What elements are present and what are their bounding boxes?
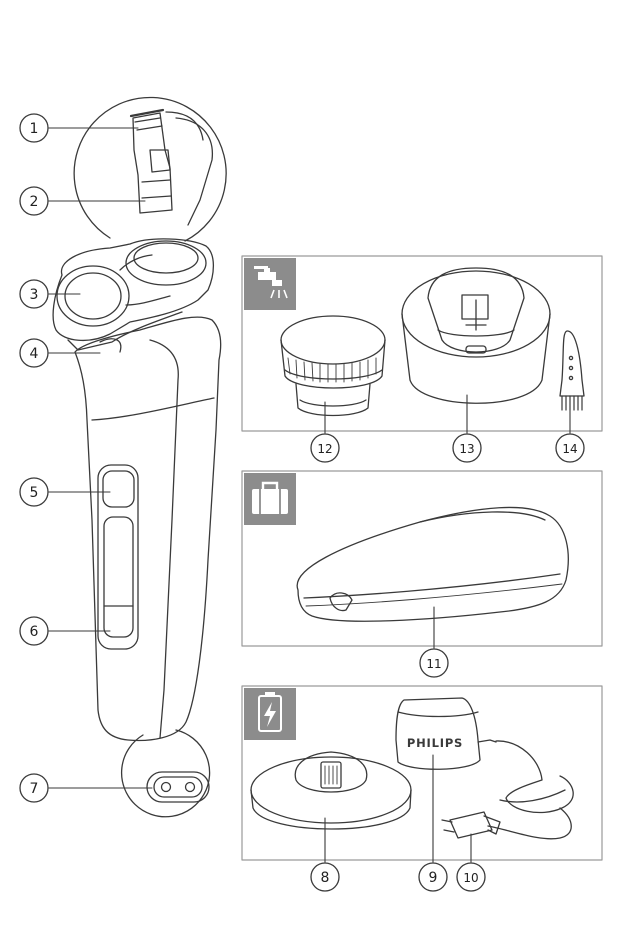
callout-3-label: 3	[30, 287, 39, 303]
shaver-illustration	[53, 97, 226, 816]
cleaning-pod	[402, 268, 550, 403]
power-button-outline	[103, 471, 134, 507]
callout-6-label: 6	[30, 624, 39, 640]
trimmer-detail	[74, 97, 226, 241]
callout-1-label: 1	[30, 121, 39, 137]
callout-14-label: 14	[562, 442, 577, 456]
callout-13: 13	[453, 434, 481, 462]
callout-10: 10	[457, 863, 485, 891]
charging-stand	[251, 752, 411, 829]
power-adapter	[396, 698, 573, 839]
water-tap-icon	[244, 258, 296, 310]
callout-5: 5	[20, 478, 48, 506]
callout-11-label: 11	[426, 657, 441, 671]
callout-9: 9	[419, 863, 447, 891]
travel-pouch	[297, 507, 568, 621]
callout-13-label: 13	[459, 442, 474, 456]
callout-3: 3	[20, 280, 48, 308]
callout-1: 1	[20, 114, 48, 142]
callout-12: 12	[311, 434, 339, 462]
suitcase-icon	[244, 473, 296, 525]
callout-10-label: 10	[463, 871, 478, 885]
callout-5-label: 5	[30, 485, 39, 501]
display-outline	[104, 517, 133, 637]
callout-4: 4	[20, 339, 48, 367]
callout-14: 14	[556, 434, 584, 462]
control-panel	[98, 465, 138, 649]
callout-8-label: 8	[321, 870, 330, 886]
battery-charge-icon	[244, 688, 296, 740]
callout-11: 11	[420, 649, 448, 677]
callout-6: 6	[20, 617, 48, 645]
callout-7-label: 7	[30, 781, 39, 797]
shaver-handle	[75, 317, 221, 740]
cleaning-cartridge	[281, 316, 385, 416]
callout-8: 8	[311, 863, 339, 891]
adapter-brand-label: PHILIPS	[407, 736, 463, 750]
callout-4-label: 4	[30, 346, 39, 362]
cleaning-brush	[560, 331, 584, 410]
callout-9-label: 9	[429, 870, 438, 886]
callout-2: 2	[20, 187, 48, 215]
callout-7: 7	[20, 774, 48, 802]
callout-2-label: 2	[30, 194, 39, 210]
socket-detail	[122, 730, 210, 817]
callout-12-label: 12	[317, 442, 332, 456]
